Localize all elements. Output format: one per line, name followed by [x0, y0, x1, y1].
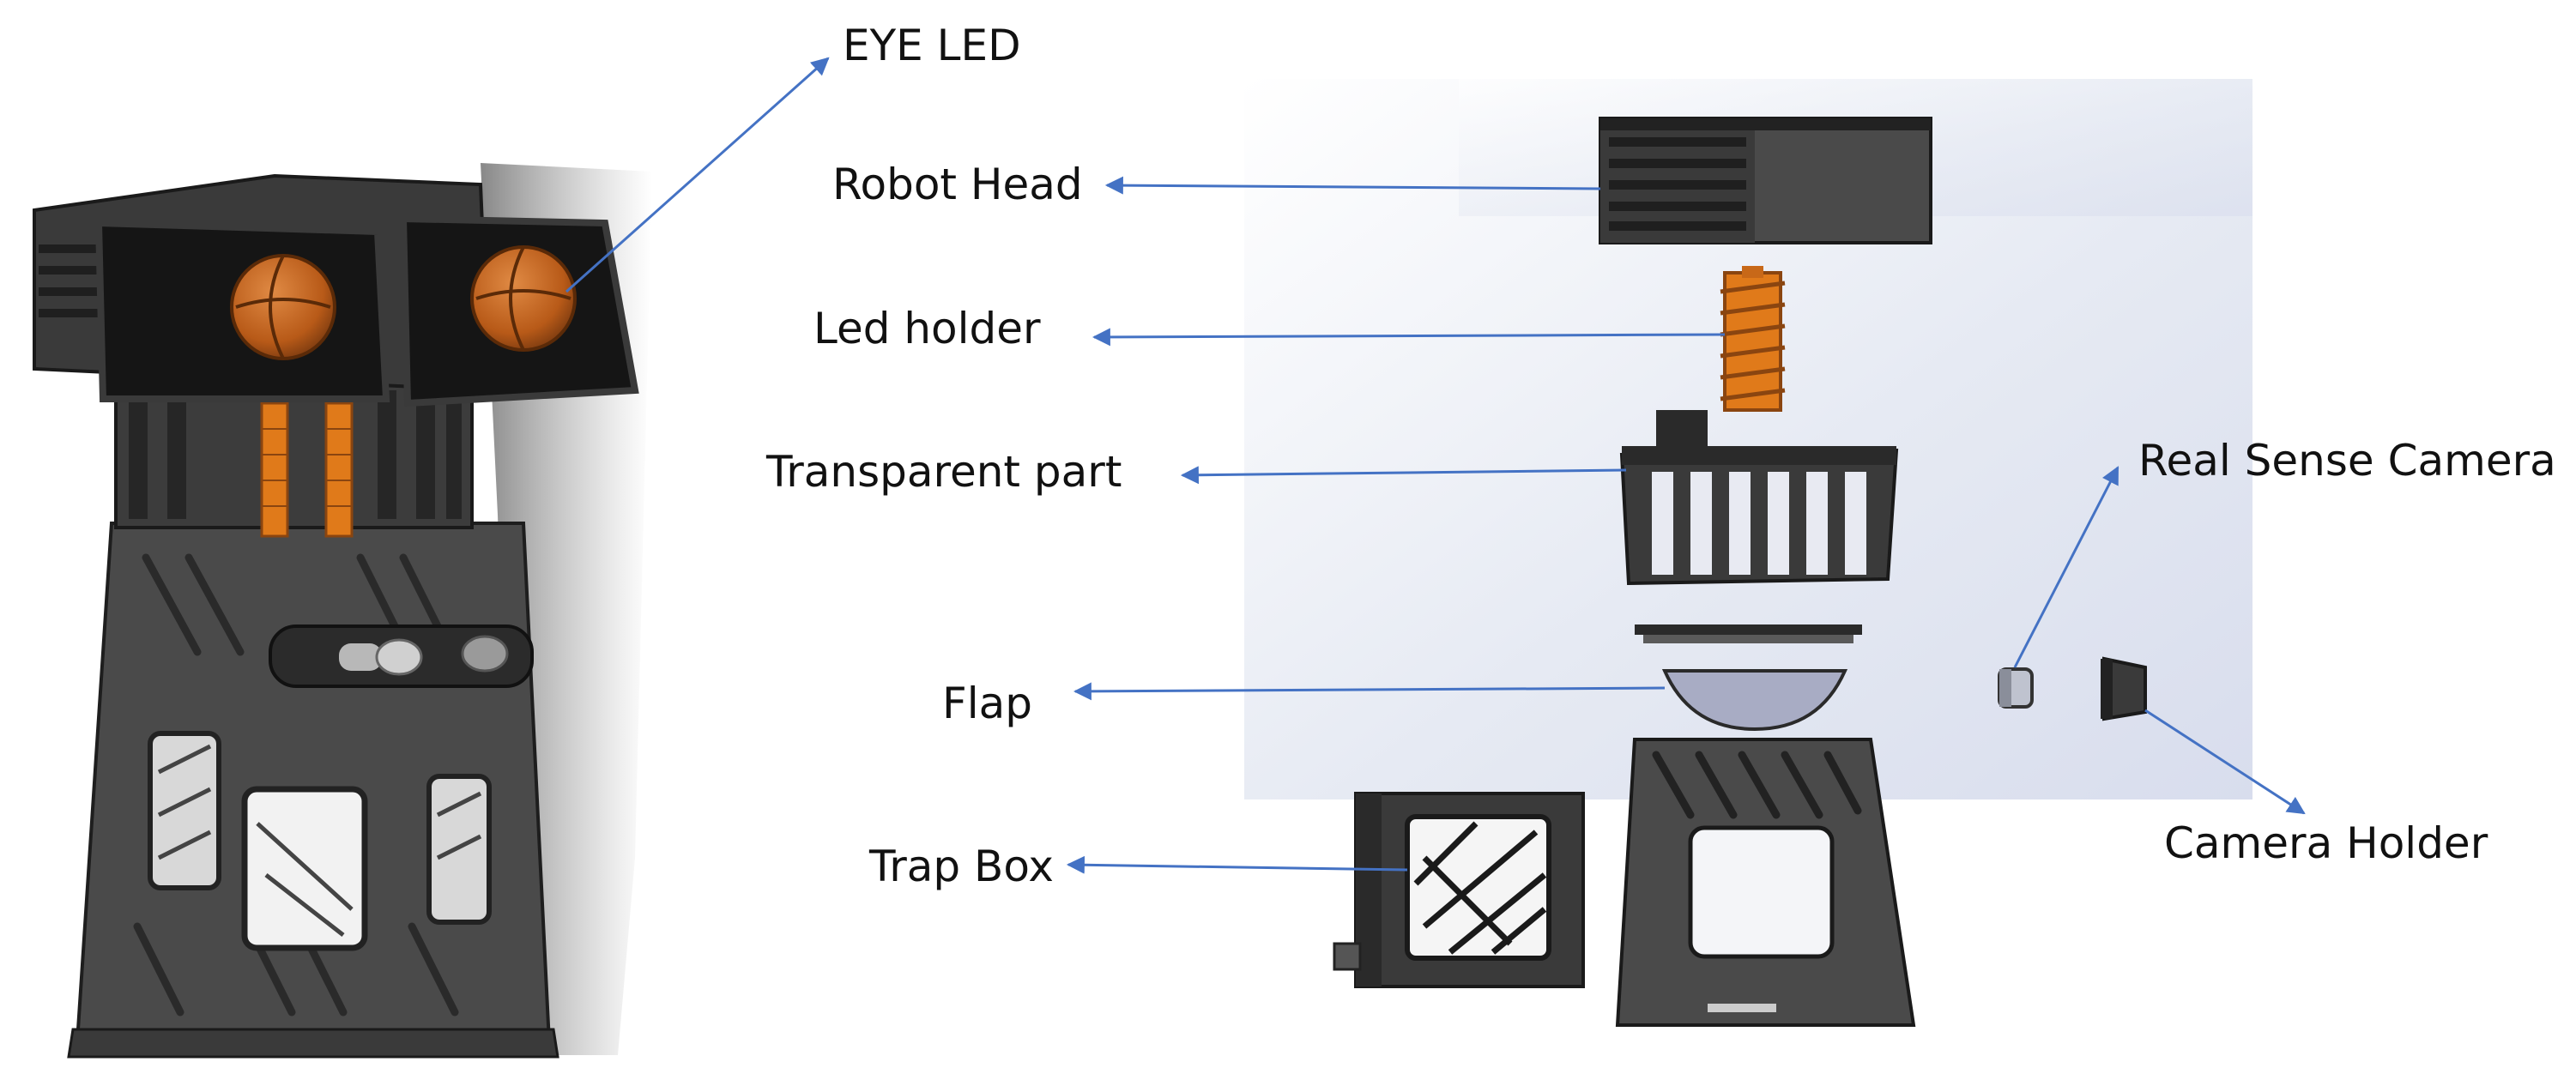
base-window-left [148, 731, 221, 890]
label-led-holder: Led holder [813, 304, 1041, 353]
arrow-eye-led [565, 57, 830, 293]
arrow-transparent-part [1180, 466, 1627, 485]
leader-arrows [565, 57, 2306, 874]
arrow-trap-box [1066, 855, 1408, 874]
arrow-real-sense-camera [2013, 466, 2119, 668]
robot-led-strip-left [260, 401, 289, 538]
robot-eye-left [230, 254, 336, 360]
label-real-sense-camera: Real Sense Camera [2138, 436, 2556, 486]
arrow-camera-holder [2144, 709, 2306, 815]
robot-cage-bars [129, 390, 462, 519]
label-trap-box: Trap Box [869, 842, 1054, 891]
robot-camera-lens-b [375, 638, 423, 676]
robot-head-vents [39, 244, 99, 317]
arrow-led-holder [1091, 328, 1726, 347]
robot-camera-lens-a [339, 643, 382, 671]
part-robot-head [1599, 117, 1932, 244]
label-transparent-part: Transparent part [766, 447, 1122, 497]
robot-eye-right [470, 245, 577, 352]
label-flap: Flap [942, 679, 1033, 728]
label-eye-led: EYE LED [843, 21, 1021, 70]
part-camera-holder [2101, 656, 2147, 721]
part-transparent [1619, 410, 1899, 586]
assembled-robot [33, 163, 652, 1059]
robot-camera-lens-c [461, 635, 509, 673]
part-real-sense-camera [1998, 667, 2034, 709]
robot-led-strip-right [324, 401, 354, 538]
part-led-holder [1720, 266, 1786, 412]
robot-base-rim [67, 1028, 559, 1059]
part-base [1615, 738, 1916, 1027]
label-camera-holder: Camera Holder [2164, 818, 2488, 868]
part-flap [1635, 624, 1862, 732]
arrow-flap [1073, 682, 1666, 701]
arrow-robot-head [1104, 176, 1601, 195]
label-robot-head: Robot Head [832, 160, 1083, 209]
part-trap-box [1333, 792, 1585, 988]
